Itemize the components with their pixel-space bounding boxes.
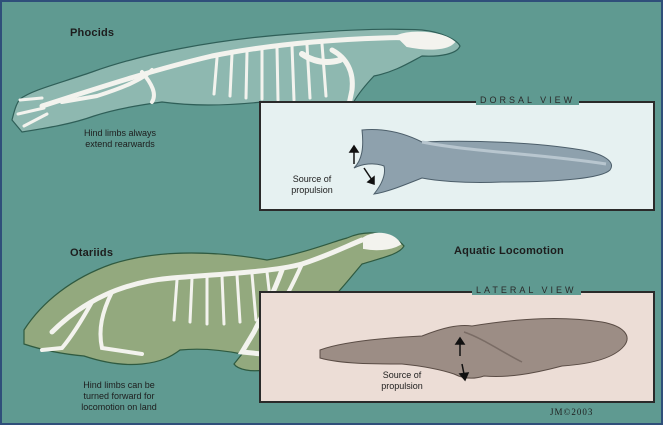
lateral-propulsion-line: Source of [362, 370, 442, 381]
phocid-caption-line: extend rearwards [60, 139, 180, 150]
artist-signature: JM©2003 [550, 407, 593, 417]
lateral-propulsion-label: Source of propulsion [362, 370, 442, 392]
phocid-caption: Hind limbs always extend rearwards [60, 128, 180, 150]
lateral-propulsion-line: propulsion [362, 381, 442, 392]
lateral-view-title: LATERAL VIEW [472, 285, 581, 295]
otariid-caption: Hind limbs can be turned forward for loc… [54, 380, 184, 413]
phocids-heading: Phocids [70, 27, 114, 39]
otariid-caption-line: locomotion on land [54, 402, 184, 413]
otariids-heading: Otariids [70, 247, 113, 259]
dorsal-view-title: DORSAL VIEW [476, 95, 579, 105]
dorsal-propulsion-label: Source of propulsion [272, 174, 352, 196]
dorsal-propulsion-line: propulsion [272, 185, 352, 196]
dorsal-propulsion-line: Source of [272, 174, 352, 185]
phocid-caption-line: Hind limbs always [60, 128, 180, 139]
otariid-caption-line: turned forward for [54, 391, 184, 402]
aquatic-locomotion-heading: Aquatic Locomotion [454, 245, 564, 257]
otariid-caption-line: Hind limbs can be [54, 380, 184, 391]
